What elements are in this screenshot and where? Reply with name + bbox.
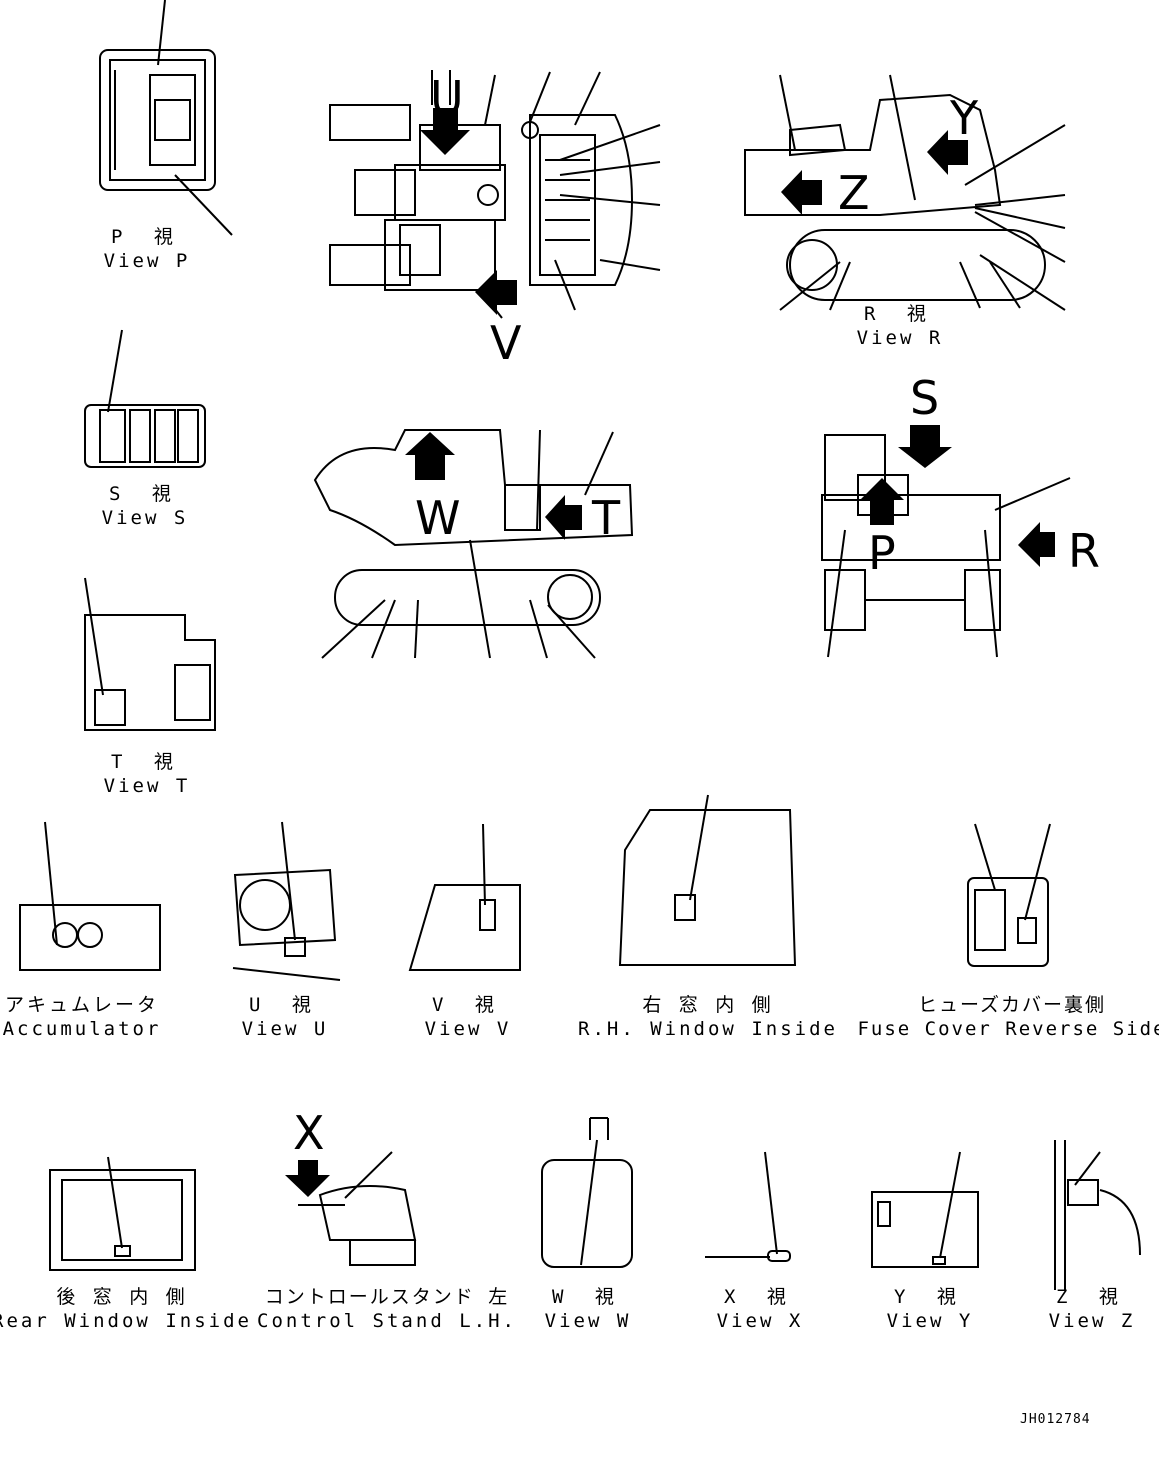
direction-arrows — [285, 108, 1055, 1197]
label-en: Accumulator — [2, 1018, 162, 1040]
arrow-letter-z: Z — [838, 166, 870, 220]
label-view-s: S 視 View S — [102, 482, 189, 530]
arrow-z — [781, 170, 822, 215]
label-en: Rear Window Inside — [0, 1310, 252, 1332]
arrow-w — [405, 432, 455, 480]
label-en: View W — [544, 1310, 632, 1332]
drawing-code: JH012784 — [1020, 1412, 1091, 1427]
label-view-r: R 視 View R — [857, 302, 944, 350]
accumulator-drawing — [19, 821, 161, 971]
label-view-x: X 視 View X — [717, 1285, 804, 1333]
fuse-cover-drawing — [967, 823, 1051, 967]
label-en: View Z — [1048, 1310, 1136, 1332]
arrow-letter-w: W — [415, 491, 461, 545]
label-view-y: Y 視 View Y — [887, 1285, 974, 1333]
label-view-p: P 視 View P — [104, 225, 191, 273]
label-view-w: W 視 View W — [545, 1285, 632, 1333]
label-en: View S — [101, 507, 189, 529]
view-t-drawing — [84, 577, 216, 731]
arrow-x — [285, 1160, 330, 1197]
label-jp: 右 窓 内 側 — [642, 994, 774, 1016]
view-v-drawing — [408, 823, 521, 971]
arrow-r — [1018, 522, 1055, 567]
label-jp: 後 窓 内 側 — [56, 1286, 188, 1308]
label-jp: P 視 — [111, 226, 183, 248]
arrow-letter-p: P — [868, 526, 896, 580]
label-jp: U 視 — [249, 994, 321, 1016]
view-p-drawing — [99, 0, 233, 236]
label-jp: ヒューズカバー裏側 — [917, 994, 1107, 1016]
label-jp: W 視 — [552, 1286, 624, 1308]
view-s-drawing — [84, 329, 206, 468]
arrow-u — [420, 108, 470, 155]
label-rear-window-inside: 後 窓 内 側 Rear Window Inside — [0, 1285, 252, 1333]
label-en: View R — [856, 327, 944, 349]
arrow-letter-t: T — [592, 491, 621, 545]
view-r-drawing — [744, 74, 1066, 311]
label-jp: X 視 — [724, 1286, 796, 1308]
label-jp: R 視 — [864, 303, 936, 325]
label-en: View V — [424, 1018, 512, 1040]
label-control-stand-lh: コントロールスタンド 左 Control Stand L.H. — [257, 1285, 517, 1333]
label-view-t: T 視 View T — [104, 750, 191, 798]
label-view-v: V 視 View V — [425, 993, 512, 1041]
control-stand-drawing — [298, 1151, 417, 1266]
label-en: View Y — [886, 1310, 974, 1332]
arrow-t — [545, 495, 582, 540]
top-view-drawing — [329, 70, 661, 319]
rear-view-drawing — [821, 434, 1071, 658]
rear-window-drawing — [49, 1156, 196, 1271]
arrow-s — [898, 425, 952, 468]
label-fuse-cover-reverse-side: ヒューズカバー裏側 Fuse Cover Reverse Side — [857, 993, 1159, 1041]
arrow-y — [927, 130, 968, 175]
label-jp: コントロールスタンド 左 — [264, 1286, 510, 1308]
arrow-v — [475, 270, 517, 315]
view-x-drawing — [705, 1151, 791, 1262]
label-jp: V 視 — [432, 994, 504, 1016]
arrow-letter-s: S — [910, 371, 940, 425]
label-en: View U — [241, 1018, 329, 1040]
arrow-letter-v: V — [490, 316, 522, 370]
label-en: View P — [103, 250, 191, 272]
label-jp: Y 視 — [894, 1286, 966, 1308]
label-en: View X — [716, 1310, 804, 1332]
rh-window-drawing — [618, 794, 797, 966]
arrow-p — [860, 478, 904, 525]
label-view-u: U 視 View U — [242, 993, 329, 1041]
label-jp: S 視 — [109, 483, 181, 505]
arrow-letter-y: Y — [950, 91, 979, 145]
view-y-drawing — [871, 1151, 979, 1268]
label-en: Fuse Cover Reverse Side — [857, 1018, 1159, 1040]
label-en: Control Stand L.H. — [257, 1310, 517, 1332]
view-u-drawing — [232, 821, 341, 981]
label-accumulator: アキュムレータ Accumulator — [3, 993, 162, 1041]
label-jp: アキュムレータ — [4, 994, 159, 1016]
center-side-view-drawing — [313, 429, 634, 659]
label-rh-window-inside: 右 窓 内 側 R.H. Window Inside — [578, 993, 838, 1041]
label-view-z: Z 視 View Z — [1049, 1285, 1136, 1333]
arrow-letter-x: X — [293, 1106, 325, 1160]
label-en: R.H. Window Inside — [578, 1018, 838, 1040]
label-en: View T — [103, 775, 191, 797]
view-w-drawing — [541, 1117, 633, 1268]
arrow-letter-r: R — [1068, 524, 1100, 578]
arrow-letter-u: U — [430, 71, 464, 125]
view-z-drawing — [1054, 1140, 1141, 1290]
label-jp: T 視 — [111, 751, 183, 773]
label-jp: Z 視 — [1056, 1286, 1128, 1308]
